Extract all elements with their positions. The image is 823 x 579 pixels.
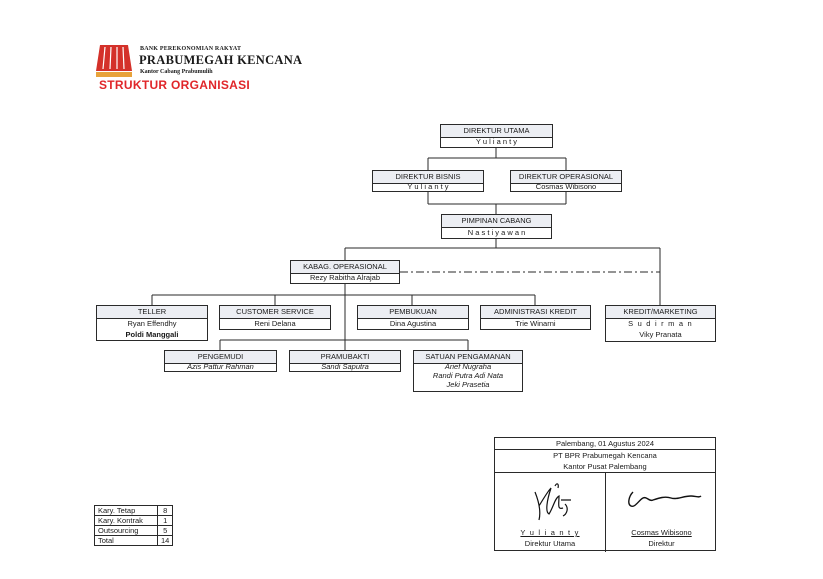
customer-service-title: CUSTOMER SERVICE: [220, 306, 330, 319]
direktur-bisnis-box: DIREKTUR BISNIS Y u l i a n t y: [372, 170, 484, 192]
satuan-pengamanan-box: SATUAN PENGAMANAN Arief Nugraha Randi Pu…: [413, 350, 523, 392]
employee-count-table: Kary. Tetap 8 Kary. Kontrak 1 Outsourcin…: [94, 505, 174, 546]
pembukuan-name: Dina Agustina: [389, 319, 437, 328]
signer1-position: Direktur Utama: [524, 539, 576, 548]
administrasi-kredit-box: ADMINISTRASI KREDIT Trie Winarni: [480, 305, 591, 330]
pramubakti-name: Sandi Saputra: [321, 362, 369, 371]
satuan-pengamanan-name-2: Randi Putra Adi Nata: [432, 371, 504, 380]
pengemudi-name: Azis Pattur Rahman: [187, 362, 254, 371]
count-value: 5: [156, 525, 174, 536]
kredit-marketing-name-2: Viky Pranata: [639, 330, 682, 339]
count-label: Outsourcing: [94, 525, 158, 536]
pramubakti-box: PRAMUBAKTI Sandi Saputra: [289, 350, 401, 372]
table-row: Outsourcing 5: [94, 525, 174, 536]
teller-name-1: Ryan Effendhy: [127, 319, 177, 328]
signature-cosmas: [628, 491, 702, 507]
kredit-marketing-box: KREDIT/MARKETING S u d i r m a n Viky Pr…: [605, 305, 716, 342]
teller-box: TELLER Ryan Effendhy Poldi Manggali: [96, 305, 208, 341]
pimpinan-cabang-name: N a s t i y a w a n: [467, 228, 526, 237]
kabag-operasional-title: KABAG. OPERASIONAL: [291, 261, 399, 274]
place-date: Palembang, 01 Agustus 2024: [495, 438, 715, 450]
direktur-utama-name: Y u l i a n t y: [475, 137, 518, 146]
signature-yulianty: [534, 483, 571, 521]
table-row: Total 14: [94, 535, 174, 546]
direktur-bisnis-name: Y u l i a n t y: [407, 182, 449, 191]
administrasi-kredit-name: Trie Winarni: [515, 319, 556, 328]
direktur-utama-title: DIREKTUR UTAMA: [441, 125, 552, 138]
satuan-pengamanan-name-1: Arief Nugraha: [444, 362, 492, 371]
administrasi-kredit-title: ADMINISTRASI KREDIT: [481, 306, 590, 319]
signer2-position: Direktur: [648, 539, 675, 548]
teller-title: TELLER: [97, 306, 207, 319]
count-label: Total: [94, 535, 158, 546]
bank-name: PRABUMEGAH KENCANA: [139, 53, 303, 67]
signer1-name: Y u l i a n t y: [520, 528, 580, 537]
pimpinan-cabang-title: PIMPINAN CABANG: [442, 215, 551, 228]
branch-name: Kantor Cabang Prabumulih: [140, 69, 213, 75]
count-value: 14: [156, 535, 174, 546]
pengemudi-box: PENGEMUDI Azis Pattur Rahman: [164, 350, 277, 372]
kredit-marketing-title: KREDIT/MARKETING: [606, 306, 715, 319]
direktur-utama-box: DIREKTUR UTAMA Y u l i a n t y: [440, 124, 553, 148]
office-name: Kantor Pusat Palembang: [495, 461, 715, 473]
direktur-operasional-title: DIREKTUR OPERASIONAL: [511, 171, 621, 184]
kabag-operasional-box: KABAG. OPERASIONAL Rezy Rabitha Alrajab: [290, 260, 400, 284]
company-name: PT BPR Prabumegah Kencana: [553, 451, 657, 460]
pembukuan-box: PEMBUKUAN Dina Agustina: [357, 305, 469, 330]
count-value: 8: [156, 505, 174, 516]
customer-service-box: CUSTOMER SERVICE Reni Delana: [219, 305, 331, 330]
pembukuan-title: PEMBUKUAN: [358, 306, 468, 319]
signature-block: Palembang, 01 Agustus 2024 PT BPR Prabum…: [494, 437, 716, 552]
signature-divider: [605, 473, 606, 552]
kabag-operasional-name: Rezy Rabitha Alrajab: [309, 273, 381, 282]
teller-name-2: Poldi Manggali: [125, 330, 179, 339]
direktur-bisnis-title: DIREKTUR BISNIS: [373, 171, 483, 184]
pengemudi-title: PENGEMUDI: [165, 351, 276, 364]
kredit-marketing-name-1: S u d i r m a n: [628, 319, 693, 328]
bank-logo-icon: [96, 45, 132, 77]
direktur-operasional-box: DIREKTUR OPERASIONAL Cosmas Wibisono: [510, 170, 622, 192]
bank-type-label: BANK PEREKONOMIAN RAKYAT: [140, 46, 242, 52]
signer2-name: Cosmas Wibisono: [631, 528, 692, 537]
count-label: Kary. Kontrak: [94, 515, 158, 526]
direktur-operasional-name: Cosmas Wibisono: [535, 182, 597, 191]
satuan-pengamanan-title: SATUAN PENGAMANAN: [414, 351, 522, 364]
customer-service-name: Reni Delana: [254, 319, 296, 328]
table-row: Kary. Tetap 8: [94, 505, 174, 516]
bank-logo: [96, 41, 136, 79]
page-title: STRUKTUR ORGANISASI: [99, 78, 251, 92]
satuan-pengamanan-name-3: Jeki Prasetia: [446, 380, 490, 389]
count-value: 1: [156, 515, 174, 526]
count-label: Kary. Tetap: [94, 505, 158, 516]
table-row: Kary. Kontrak 1: [94, 515, 174, 526]
pimpinan-cabang-box: PIMPINAN CABANG N a s t i y a w a n: [441, 214, 552, 239]
pramubakti-title: PRAMUBAKTI: [290, 351, 400, 364]
